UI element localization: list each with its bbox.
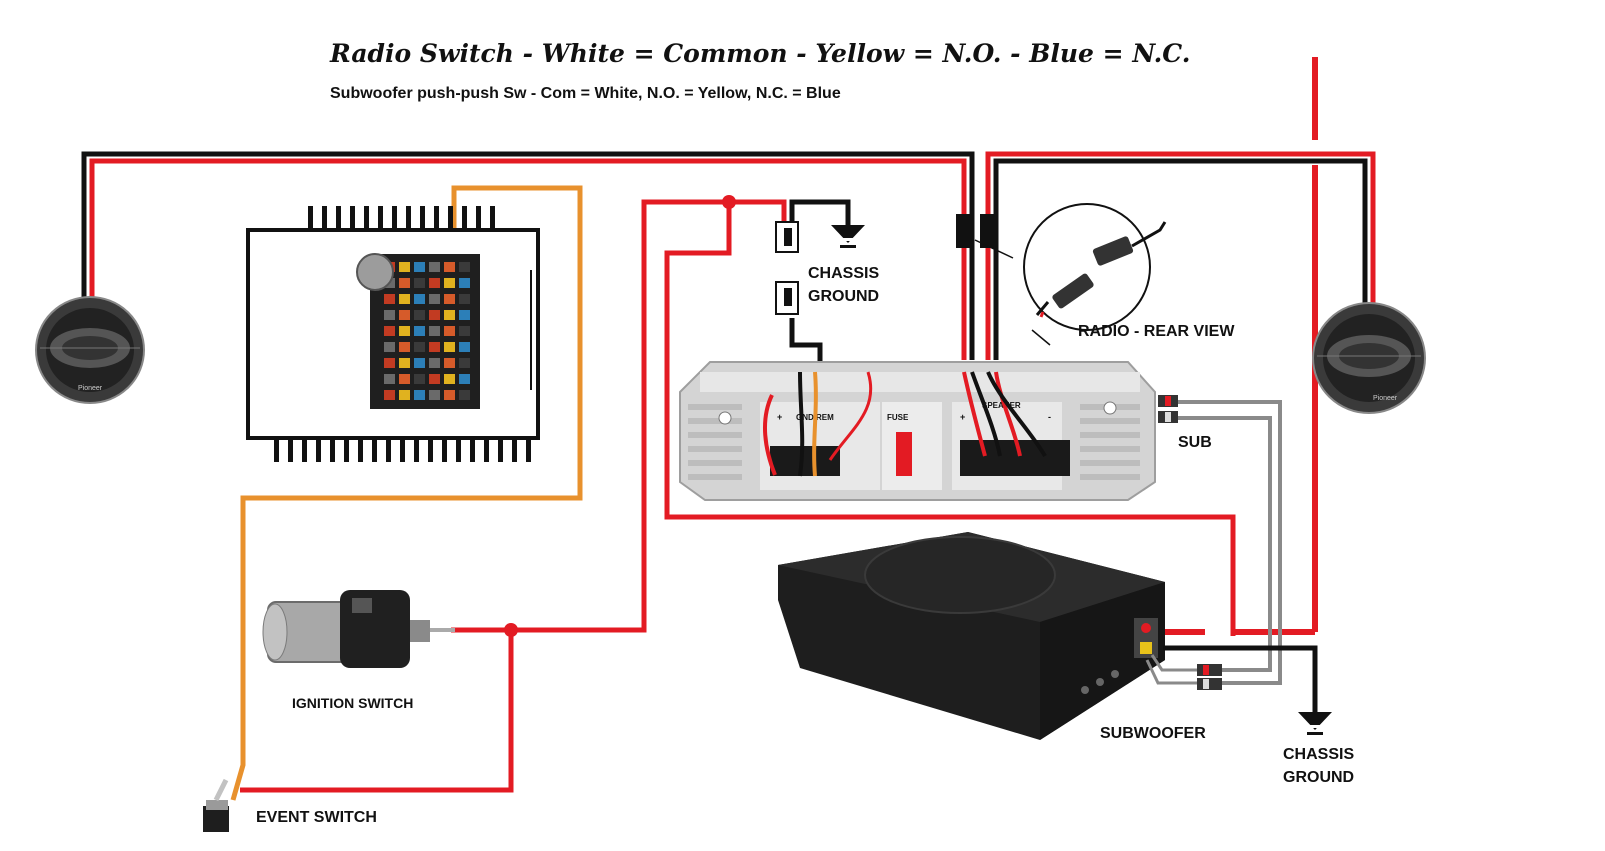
radio-connector-left — [956, 214, 974, 248]
radio-constant-wire — [729, 199, 787, 230]
ground-symbol-icon — [1298, 712, 1332, 735]
junction-dot-top — [722, 195, 736, 209]
orange-accessory-wire — [230, 185, 583, 801]
chassis-ground-label-top-2: GROUND — [808, 288, 879, 305]
terminal-label-minus: - — [1048, 412, 1051, 422]
chassis-ground-label-top: CHASSIS — [808, 265, 879, 282]
subwoofer-rca-wires — [1145, 654, 1197, 685]
junction-dot-bottom — [504, 623, 518, 637]
sub-output-label: SUB — [1178, 434, 1212, 451]
top-ground-wire — [789, 199, 851, 230]
subwoofer-power-wire — [1163, 57, 1318, 635]
terminal-label-plus-left: + — [777, 412, 782, 422]
radio-ground-wire — [789, 318, 823, 372]
rca-wires — [1175, 400, 1282, 685]
dc-plug-icon — [974, 203, 1167, 346]
diagram-title: Radio Switch - White = Common - Yellow =… — [329, 39, 1190, 68]
radio-amplifier-icon: FUSE GND REM SPEAKER + + - — [679, 361, 1156, 501]
event-switch-red-wire — [240, 630, 514, 793]
toggle-switch-icon — [203, 778, 229, 832]
ground-symbol-icon — [831, 225, 865, 248]
speaker-brand-right: Pioneer — [1373, 395, 1398, 402]
subwoofer-ground-wire — [1163, 645, 1318, 712]
radio-rear-view-label: RADIO - REAR VIEW — [1078, 323, 1235, 340]
chassis-ground-label-bottom: CHASSIS — [1283, 746, 1354, 763]
speaker-icon: Pioneer — [35, 296, 145, 404]
event-switch-label: EVENT SWITCH — [256, 809, 377, 826]
subwoofer-enclosure-icon — [778, 532, 1165, 740]
ignition-switch-icon — [262, 590, 455, 668]
rca-plug-icon — [1158, 395, 1222, 690]
terminal-label-fuse: FUSE — [887, 413, 909, 422]
terminal-label-plus-right: + — [960, 412, 965, 422]
right-speaker-wires — [985, 151, 1376, 360]
subwoofer-label: SUBWOOFER — [1100, 725, 1206, 742]
terminal-label-speaker: SPEAKER — [982, 401, 1021, 410]
ignition-red-wire — [451, 199, 1236, 636]
chassis-ground-label-bottom-2: GROUND — [1283, 769, 1354, 786]
ignition-switch-label: IGNITION SWITCH — [292, 695, 413, 711]
left-speaker-wires — [81, 151, 975, 360]
radio-connector-right — [980, 214, 998, 248]
inline-connector-icon — [775, 221, 799, 315]
speaker-brand-left: Pioneer — [78, 385, 103, 392]
speaker-icon: Pioneer — [1312, 302, 1426, 414]
diagram-subtitle: Subwoofer push-push Sw - Com = White, N.… — [330, 85, 841, 102]
fuse-box-icon — [246, 206, 540, 462]
